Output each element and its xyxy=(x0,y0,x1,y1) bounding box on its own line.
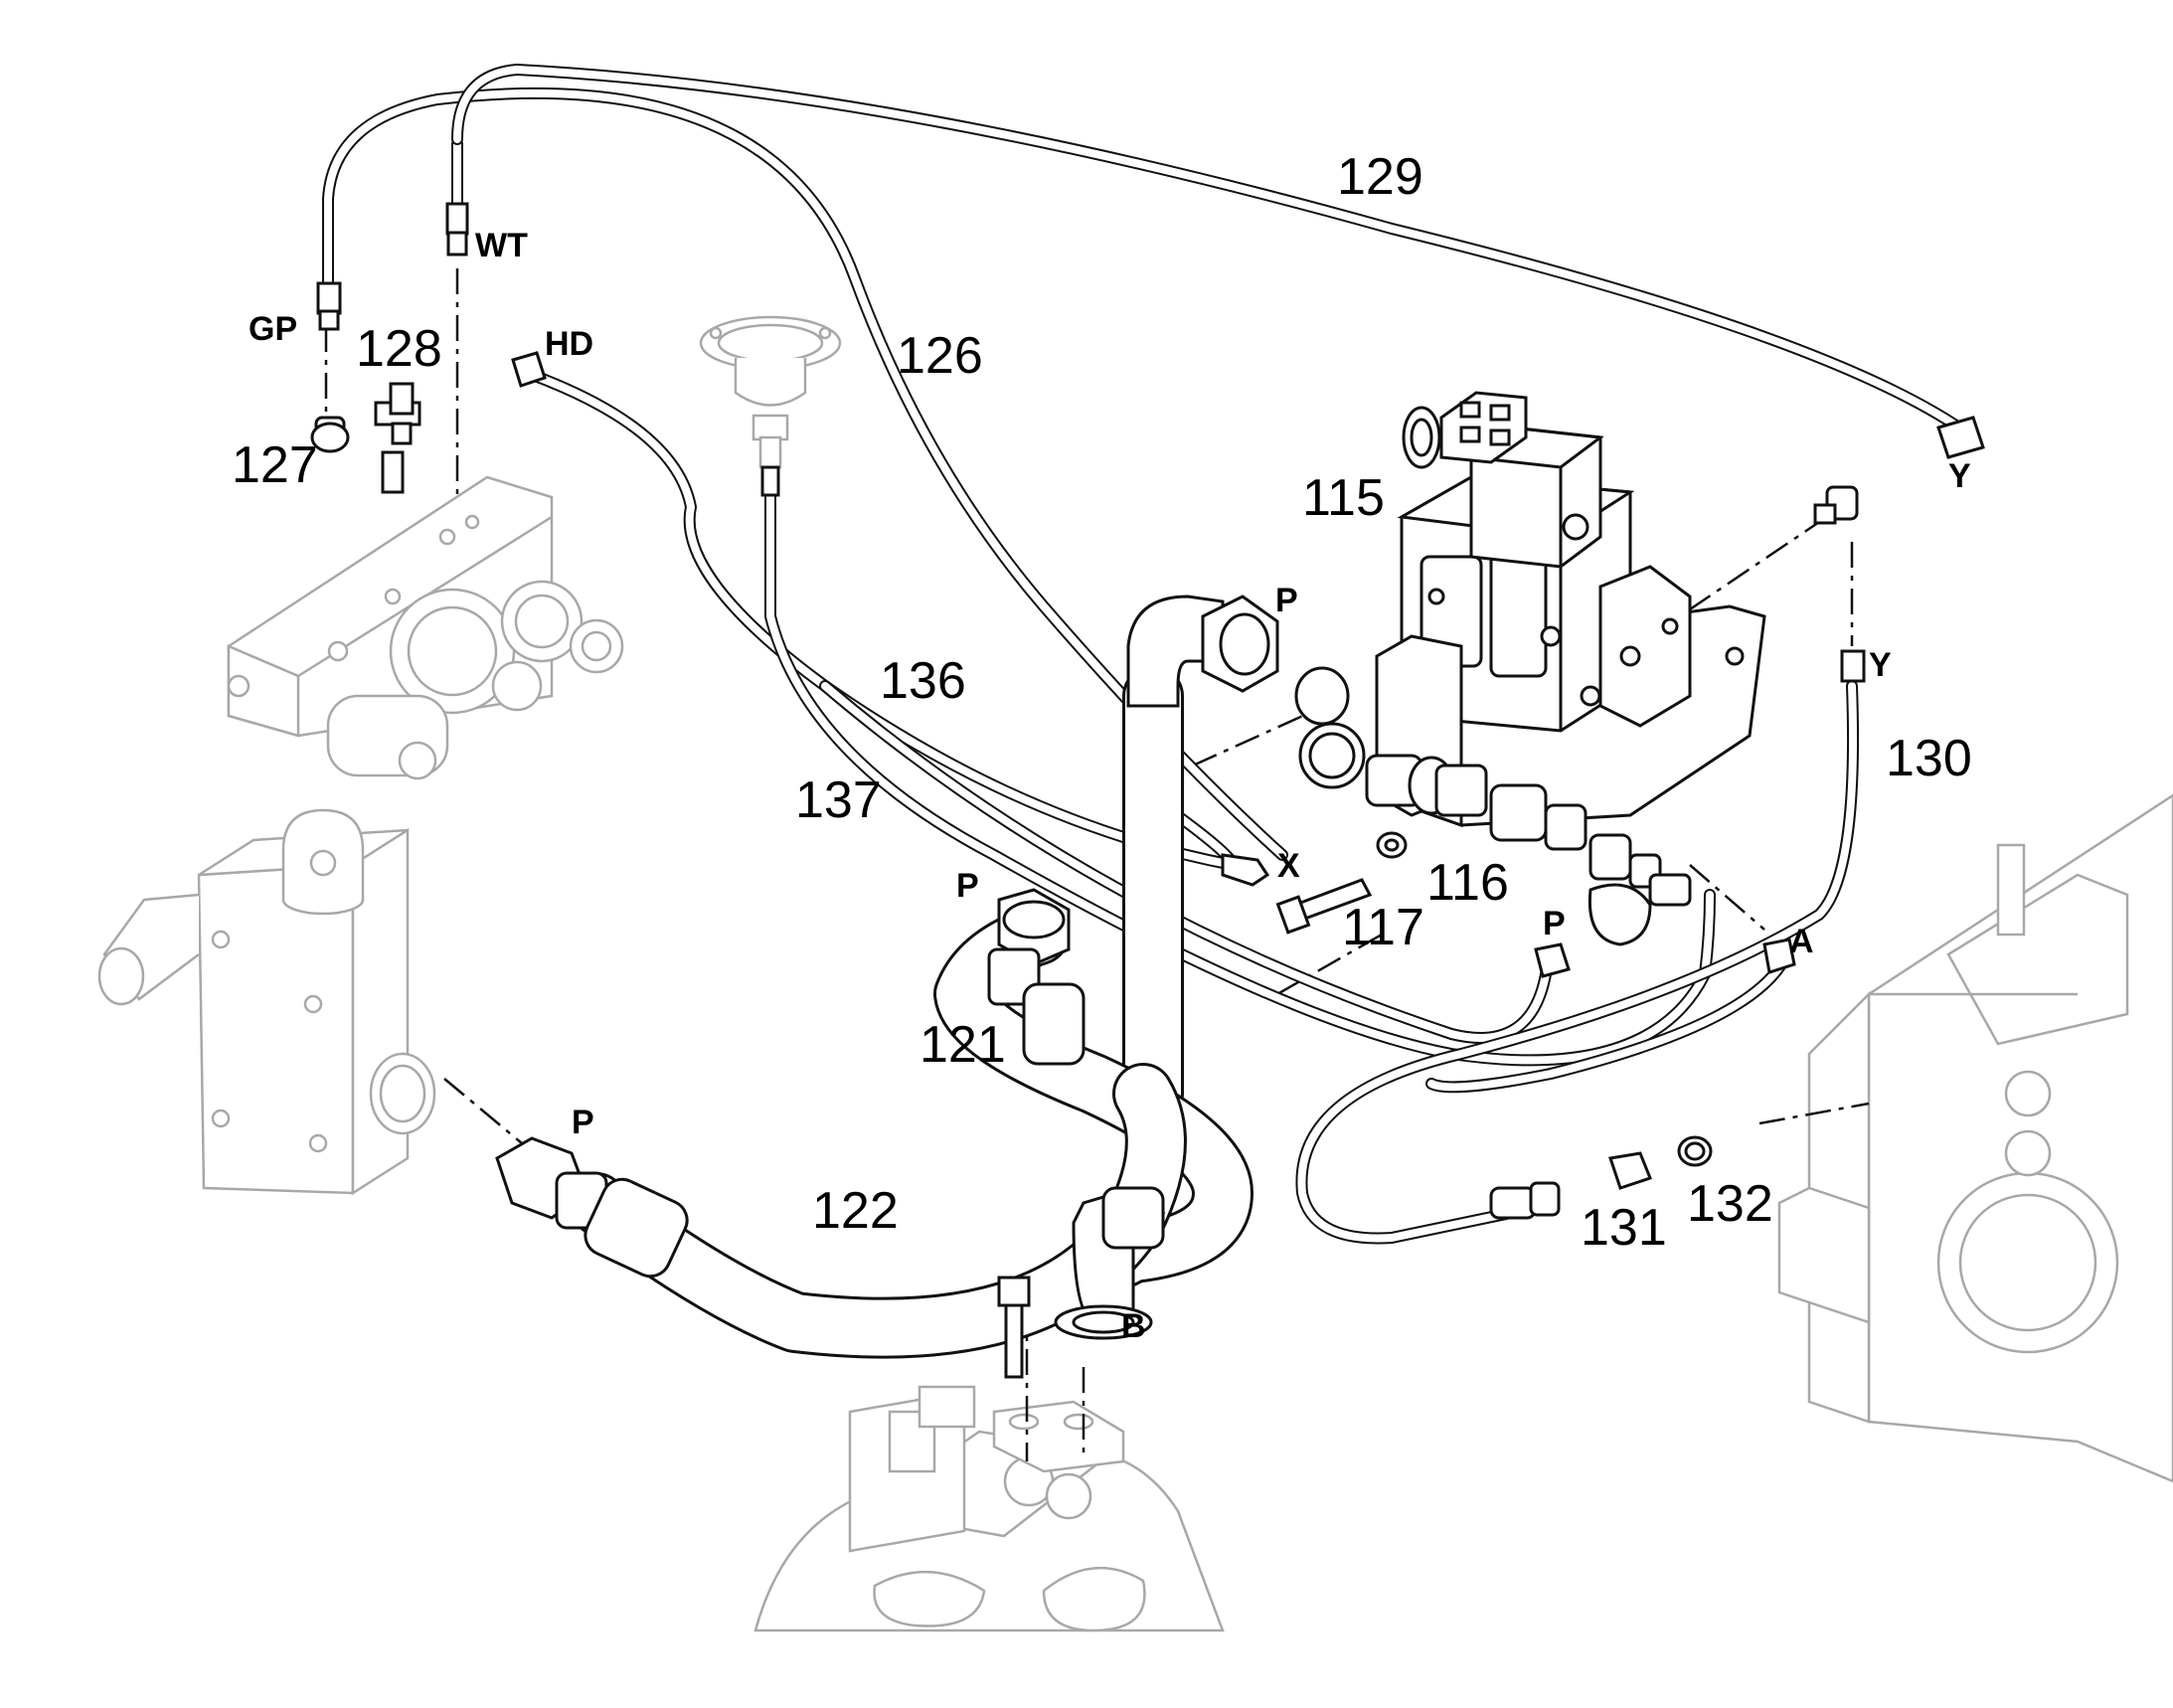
port-label-y-top: Y xyxy=(1948,457,1971,495)
port-label-gp: GP xyxy=(249,310,297,348)
manifold-block-ghost xyxy=(227,475,624,780)
port-label-wt: WT xyxy=(475,227,528,264)
callout-132: 132 xyxy=(1687,1175,1773,1233)
port-label-hd: HD xyxy=(545,325,593,363)
pressure-block-ghost xyxy=(97,808,436,1196)
port-label-y-mid: Y xyxy=(1869,646,1892,684)
callout-128: 128 xyxy=(356,320,442,378)
callout-129: 129 xyxy=(1337,148,1423,206)
callout-127: 127 xyxy=(232,436,318,494)
callout-126: 126 xyxy=(897,327,983,385)
callout-136: 136 xyxy=(880,652,966,710)
large-hoses xyxy=(566,665,1254,1359)
hose-lines xyxy=(322,64,1979,1245)
directional-valve-assembly xyxy=(1294,391,1766,946)
filter-housing-ghost xyxy=(699,315,842,469)
pump-assembly-ghost xyxy=(753,1385,1225,1632)
port-label-p-valve: P xyxy=(1275,582,1298,619)
callout-130: 130 xyxy=(1886,730,1972,787)
callout-115: 115 xyxy=(1302,469,1385,527)
callout-122: 122 xyxy=(812,1182,899,1240)
callout-131: 131 xyxy=(1581,1199,1667,1257)
hose-fittings xyxy=(310,202,1985,1379)
bolt-117 xyxy=(1275,878,1373,935)
part-callouts: 115 116 117 121 122 126 127 128 129 130 … xyxy=(232,148,1972,1257)
machine-housing-ghost xyxy=(1777,793,2173,1483)
callout-121: 121 xyxy=(919,1016,1006,1074)
washer-116 xyxy=(1376,831,1408,859)
port-label-p-filter: P xyxy=(572,1104,594,1141)
port-label-p-upper-hose: P xyxy=(956,867,979,905)
port-labels: GP WT HD P P P P X Y Y A B xyxy=(249,227,1971,1345)
callout-116: 116 xyxy=(1426,854,1509,912)
port-label-a: A xyxy=(1789,923,1814,960)
callout-137: 137 xyxy=(795,771,882,829)
port-label-b: B xyxy=(1121,1307,1146,1345)
callout-117: 117 xyxy=(1342,899,1424,956)
port-label-p-lower: P xyxy=(1543,905,1566,942)
port-label-x: X xyxy=(1277,847,1300,885)
